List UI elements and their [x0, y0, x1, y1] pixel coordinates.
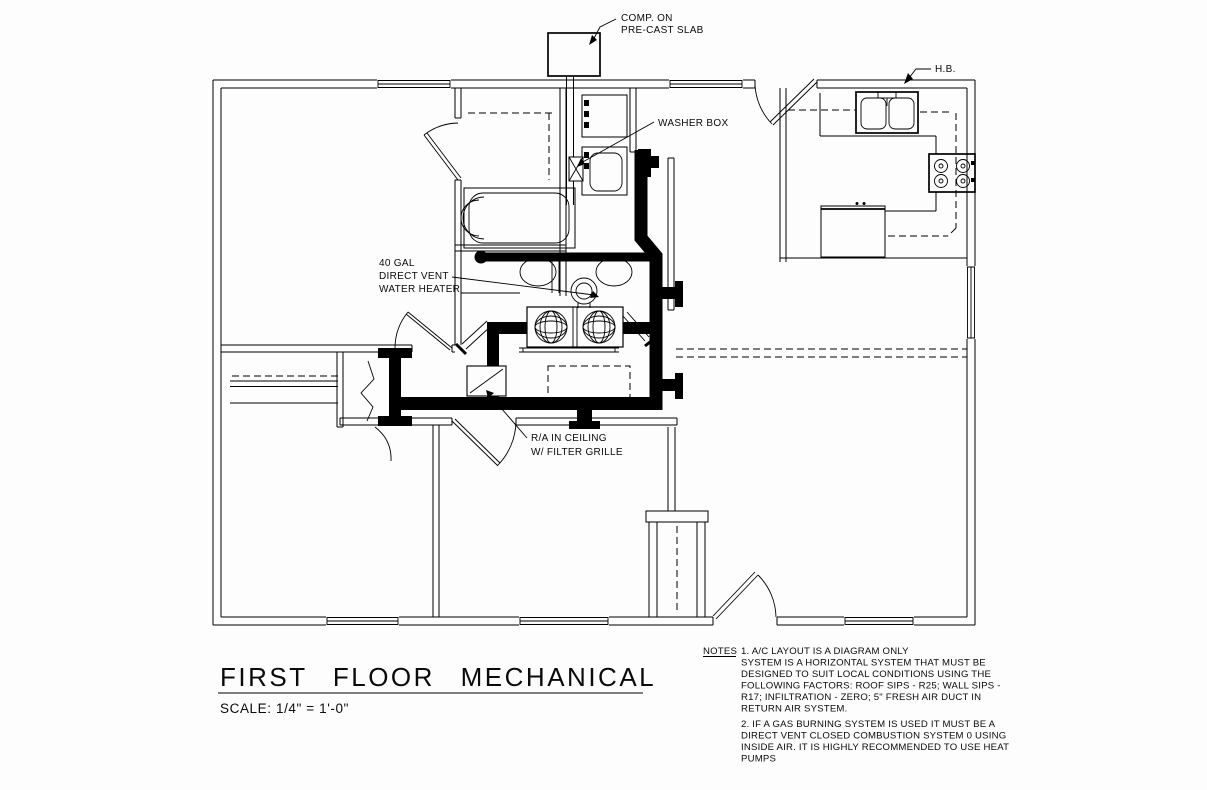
water-heater-line1: 40 GAL: [379, 258, 415, 269]
leader-arrow: [589, 35, 597, 45]
kitchen: [779, 88, 976, 262]
register-laundry: [638, 149, 659, 177]
flex-branch-right: [622, 311, 656, 348]
water-heater: [570, 277, 598, 308]
note1-line3: FOLLOWING FACTORS: ROOF SIPS - R25; WALL…: [741, 681, 1001, 692]
hvac-system: [378, 149, 683, 429]
return-air-label: R/A IN CEILING W/ FILTER GRILLE: [486, 390, 623, 458]
windows: [326, 79, 976, 626]
washer-box-text: WASHER BOX: [658, 118, 728, 129]
notes-heading: NOTES: [703, 646, 737, 657]
closet: [230, 352, 392, 462]
register-bottom: [569, 410, 600, 429]
note1-line0: 1. A/C LAYOUT IS A DIAGRAM ONLY: [741, 646, 909, 657]
register-left-duct: [378, 348, 412, 426]
leader-arrow: [904, 73, 913, 84]
stove: [928, 153, 976, 193]
washer: [581, 146, 628, 196]
comp-label-line1: COMP. ON: [621, 13, 673, 24]
note2-line1: DIRECT VENT CLOSED COMBUSTION SYSTEM 0 U…: [741, 731, 1006, 742]
door-top-right: [754, 78, 818, 126]
air-handler-unit: [519, 306, 624, 353]
bathtub: [460, 187, 576, 249]
flex-branch-left: [454, 320, 492, 356]
comp-label-line2: PRE-CAST SLAB: [621, 25, 704, 36]
return-air-line1: R/A IN CEILING: [531, 433, 607, 444]
hose-bib-text: H.B.: [935, 64, 956, 75]
drawing-title: FIRST FLOOR MECHANICAL: [220, 662, 656, 692]
water-heater-line-cap: [474, 250, 488, 264]
door-left-room: [394, 311, 453, 351]
blower-fan-right: [582, 310, 616, 344]
return-air-line2: W/ FILTER GRILLE: [531, 447, 623, 458]
annotations: COMP. ON PRE-CAST SLAB WASHER BOX H.B. 4…: [379, 13, 956, 458]
door-bottom-right: [712, 571, 777, 620]
door-hall: [451, 418, 517, 467]
comp-label: COMP. ON PRE-CAST SLAB: [589, 13, 704, 45]
note1-line1: SYSTEM IS A HORIZONTAL SYSTEM THAT MUST …: [741, 658, 986, 669]
register-right-1: [662, 281, 683, 307]
notes-block: NOTES 1. A/C LAYOUT IS A DIAGRAM ONLY SY…: [703, 646, 1009, 765]
leader-arrow: [590, 291, 599, 298]
door-bath: [423, 122, 462, 181]
washer-box-label: WASHER BOX: [577, 118, 728, 167]
title-block: FIRST FLOOR MECHANICAL SCALE: 1/4" = 1'-…: [218, 662, 656, 716]
note2-line3: PUMPS: [741, 754, 776, 765]
note1-line5: RETURN AIR SYSTEM.: [741, 704, 847, 715]
water-heater-line3: WATER HEATER: [379, 284, 460, 295]
vent-flue: [566, 76, 574, 205]
leader-arrow: [486, 390, 494, 398]
bifold-door: [360, 360, 375, 422]
water-heater-label: 40 GAL DIRECT VENT WATER HEATER: [379, 258, 599, 298]
kitchen-sink: [855, 91, 919, 134]
hose-bib-label: H.B.: [904, 64, 956, 84]
water-heater-line2: DIRECT VENT: [379, 271, 449, 282]
drawing-scale: SCALE: 1/4" = 1'-0": [220, 701, 349, 716]
register-right-2: [662, 373, 683, 399]
note1-line4: R17; INFILTRATION - ZERO; 5" FRESH AIR D…: [741, 692, 981, 703]
leader-arrow: [577, 158, 585, 167]
chimney: [645, 427, 709, 618]
note1-line2: DESIGNED TO SUIT LOCAL CONDITIONS USING …: [741, 669, 991, 680]
note2-line0: 2. IF A GAS BURNING SYSTEM IS USED IT MU…: [741, 719, 996, 730]
blower-fan-left: [534, 310, 568, 344]
dryer: [581, 94, 628, 138]
note2-line2: INSIDE AIR. IT IS HIGHLY RECOMMENDED TO …: [741, 742, 1009, 753]
dishwasher: [820, 202, 886, 258]
return-air-ceiling-duct: [547, 365, 631, 403]
ceiling-break-lines: [676, 348, 967, 358]
